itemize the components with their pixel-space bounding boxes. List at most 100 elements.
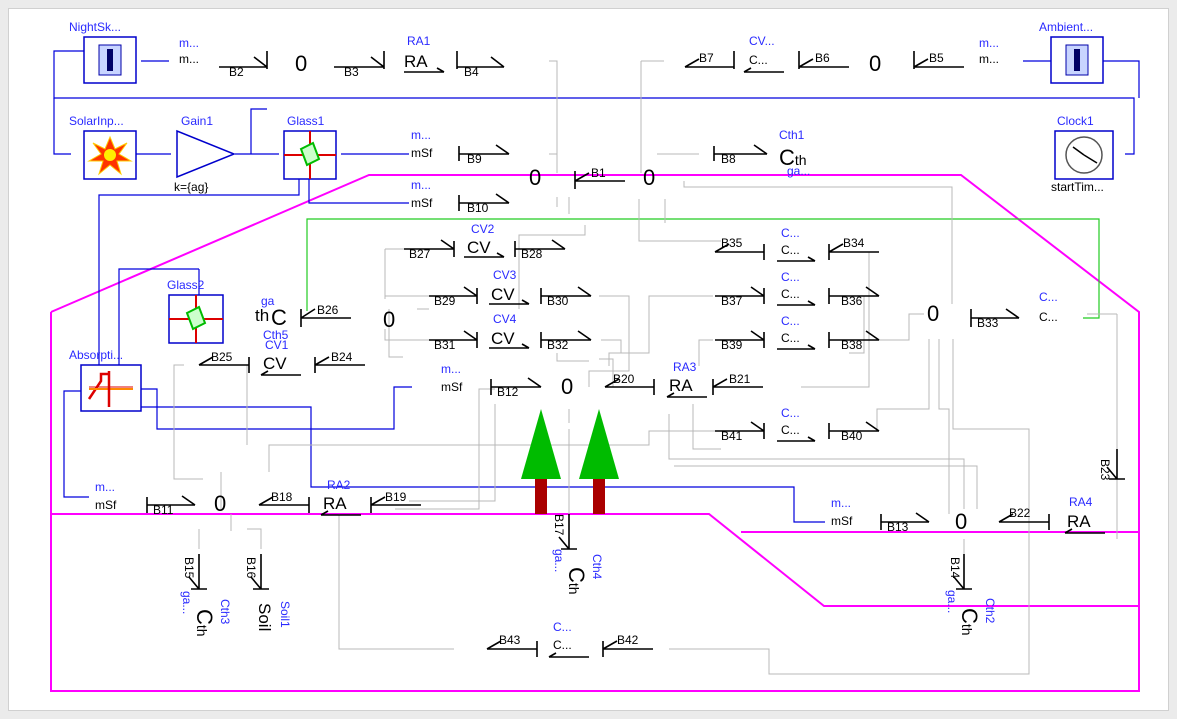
- cv3-label: CV3: [493, 268, 517, 282]
- bond-b17[interactable]: B17: [552, 514, 577, 550]
- bond-b14[interactable]: B14: [948, 554, 972, 590]
- bond-b28[interactable]: B28: [514, 239, 566, 261]
- c-b35: C...: [781, 243, 800, 257]
- bond-b15[interactable]: B15: [182, 554, 207, 590]
- bond-b5[interactable]: B5: [913, 51, 964, 69]
- cth1-label: Cth1: [779, 128, 805, 142]
- bond-graph-diagram: NightSk... m... m... B2 0 B3 RA1 RA B4 B…: [50, 20, 1140, 692]
- svg-text:B30: B30: [547, 294, 569, 308]
- bond-b41[interactable]: B41: [715, 421, 765, 443]
- bond-b40[interactable]: B40: [828, 421, 880, 443]
- bond-b22[interactable]: B22: [998, 506, 1050, 530]
- gain-block[interactable]: Gain1 k={ag}: [174, 114, 237, 194]
- bond-b24[interactable]: B24: [314, 350, 365, 373]
- bond-b32[interactable]: B32: [540, 330, 592, 352]
- ambient-block[interactable]: Ambient...: [1039, 20, 1104, 84]
- bond-b34[interactable]: B34: [828, 236, 879, 260]
- cth5-ga: ga: [261, 294, 275, 308]
- glass2-label: Glass2: [167, 278, 205, 292]
- junction-0-bottom-left: 0: [214, 491, 226, 516]
- soil1-block: Soil1 Soil: [255, 601, 292, 631]
- msf-top-m: m...: [411, 128, 431, 142]
- junction-0-bottom-right: 0: [955, 509, 967, 534]
- msf-top: mSf: [411, 146, 433, 160]
- cth5-th: th: [255, 306, 269, 325]
- bond-b35[interactable]: B35: [714, 236, 765, 260]
- bond-b4[interactable]: B4: [456, 51, 505, 79]
- svg-text:B12: B12: [497, 385, 519, 399]
- bond-b25[interactable]: B25: [198, 350, 250, 373]
- bond-b18[interactable]: B18: [258, 490, 310, 513]
- svg-text:B21: B21: [729, 372, 751, 386]
- clock-block[interactable]: Clock1 startTim...: [1051, 114, 1114, 194]
- bond-b8[interactable]: B8: [713, 144, 768, 166]
- svg-text:B23: B23: [1098, 459, 1112, 481]
- bond-b36[interactable]: B36: [828, 286, 880, 308]
- bond-b29[interactable]: B29: [429, 286, 478, 308]
- bond-b21[interactable]: B21: [712, 372, 763, 395]
- svg-text:Soil: Soil: [255, 603, 274, 631]
- gain-param: k={ag}: [174, 180, 208, 194]
- svg-text:B15: B15: [182, 557, 196, 579]
- svg-text:B26: B26: [317, 303, 339, 317]
- svg-text:B8: B8: [721, 152, 736, 166]
- svg-text:B41: B41: [721, 429, 743, 443]
- cv-top-c: C...: [749, 53, 768, 67]
- bond-b1[interactable]: B1: [574, 166, 625, 189]
- bond-b9[interactable]: B9: [458, 144, 510, 166]
- bond-b33[interactable]: B33: [970, 308, 1020, 330]
- diagram-canvas: NightSk... m... m... B2 0 B3 RA1 RA B4 B…: [8, 8, 1169, 711]
- bond-b11[interactable]: B11: [146, 495, 196, 517]
- ra2-symbol: RA: [323, 494, 347, 513]
- nightsky-block[interactable]: NightSk...: [69, 20, 137, 84]
- c-b33-label: C...: [1039, 290, 1058, 304]
- bond-b6[interactable]: B6: [798, 51, 849, 69]
- bond-b42[interactable]: B42: [602, 633, 653, 657]
- bond-b10[interactable]: B10: [458, 193, 510, 215]
- bond-b38[interactable]: B38: [828, 330, 880, 352]
- solar-label: SolarInp...: [69, 114, 124, 128]
- svg-text:Soil1: Soil1: [278, 601, 292, 628]
- svg-text:B39: B39: [721, 338, 743, 352]
- bond-b31[interactable]: B31: [429, 330, 478, 352]
- svg-text:B9: B9: [467, 152, 482, 166]
- svg-text:B28: B28: [521, 247, 543, 261]
- svg-text:B14: B14: [948, 557, 962, 579]
- svg-text:Cth4: Cth4: [590, 554, 604, 580]
- bond-b16[interactable]: B16: [244, 554, 269, 590]
- c-b37: C...: [781, 287, 800, 301]
- glass2-block[interactable]: Glass2: [167, 278, 224, 344]
- c-b41-label: C...: [781, 406, 800, 420]
- c-b33: C...: [1039, 310, 1058, 324]
- msf-b11-m: m...: [95, 480, 115, 494]
- bond-b20[interactable]: B20: [604, 372, 655, 395]
- bond-b13[interactable]: B13: [880, 512, 930, 534]
- cv2-label: CV2: [471, 222, 495, 236]
- bond-b39[interactable]: B39: [715, 330, 765, 352]
- bond-b3[interactable]: B3: [334, 51, 385, 79]
- bond-b12[interactable]: B12: [490, 377, 542, 399]
- bond-b37[interactable]: B37: [715, 286, 765, 308]
- ambient-m-label: m...: [979, 36, 999, 50]
- bond-b43[interactable]: B43: [486, 633, 538, 657]
- bond-b7[interactable]: B7: [684, 51, 735, 69]
- cth3-block: Cth3 Cth ga...: [180, 591, 232, 637]
- svg-text:B36: B36: [841, 294, 863, 308]
- c-b39-label: C...: [781, 314, 800, 328]
- bond-b30[interactable]: B30: [540, 286, 592, 308]
- svg-text:B19: B19: [385, 490, 407, 504]
- glass1-block[interactable]: Glass1: [283, 114, 337, 180]
- msf-b10-m: m...: [411, 178, 431, 192]
- solar-input-block[interactable]: SolarInp...: [69, 114, 137, 180]
- bond-b23[interactable]: B23: [1098, 449, 1125, 481]
- clock-label: Clock1: [1057, 114, 1094, 128]
- c-b37-label: C...: [781, 270, 800, 284]
- bond-b26[interactable]: B26: [300, 303, 351, 327]
- bond-b2[interactable]: B2: [219, 51, 268, 79]
- c-b43: C...: [553, 638, 572, 652]
- absorption-block[interactable]: Absorpti...: [69, 348, 142, 412]
- bond-b19[interactable]: B19: [370, 490, 421, 513]
- boundary-house: [50, 174, 1140, 692]
- svg-text:B3: B3: [344, 65, 359, 79]
- bond-b27[interactable]: B27: [404, 239, 455, 261]
